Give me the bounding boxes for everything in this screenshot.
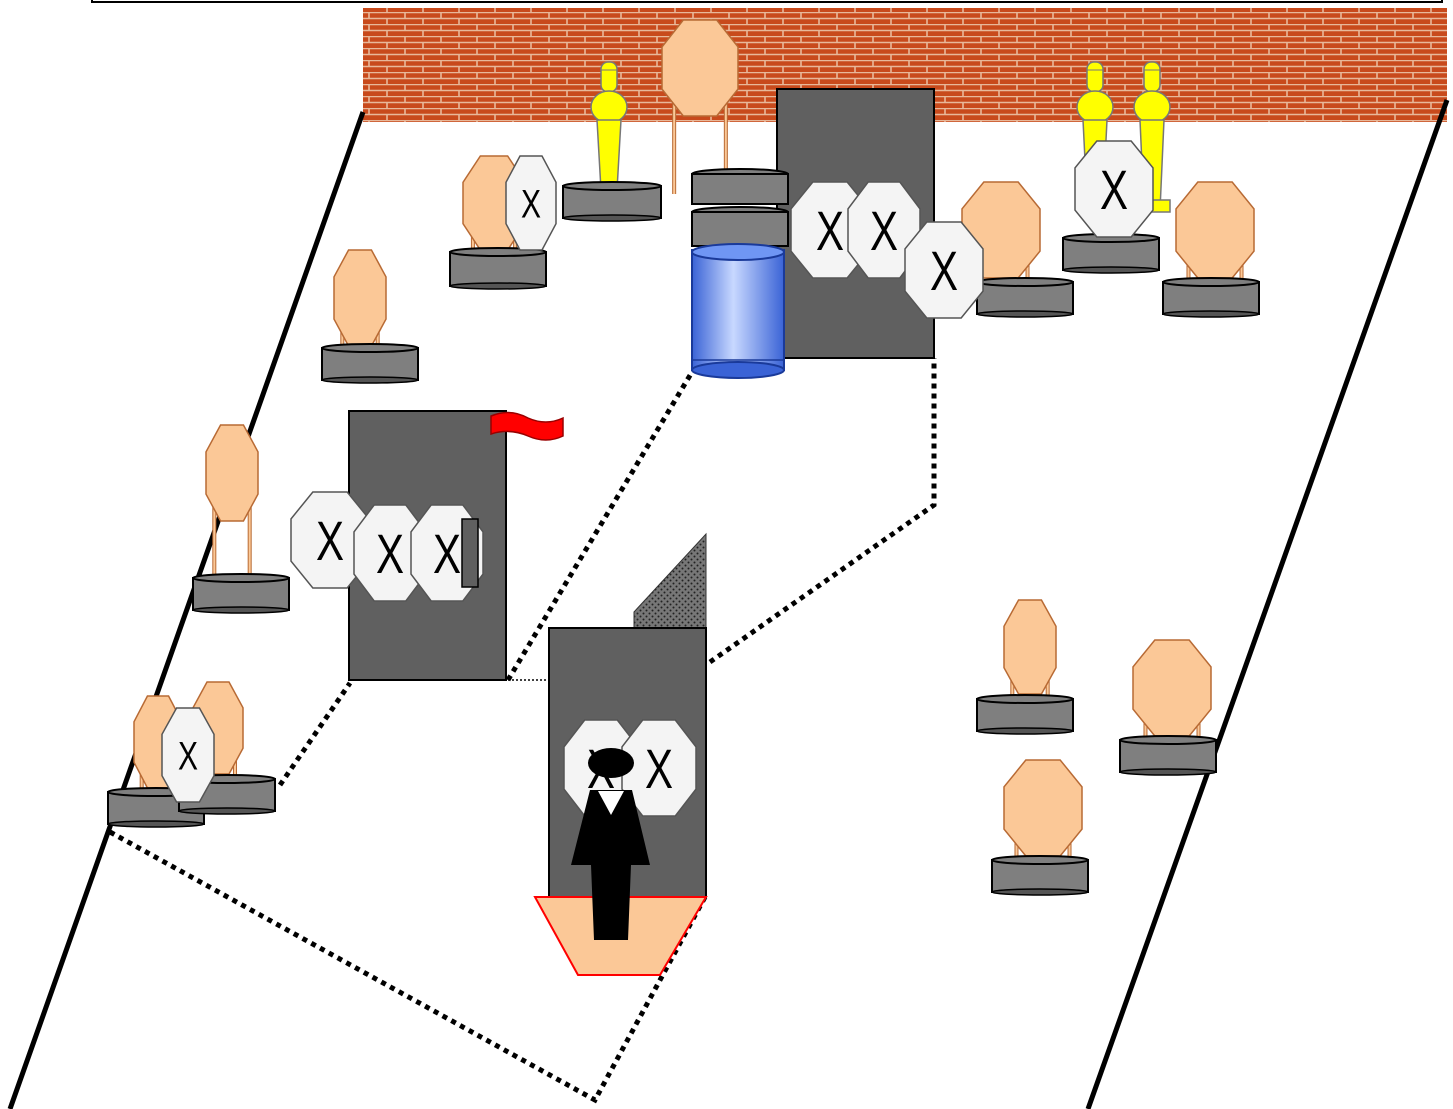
blue-barrel	[691, 243, 785, 379]
paper-target	[1162, 181, 1260, 318]
no-shoot-target: X	[1074, 140, 1154, 238]
paper-target	[991, 759, 1089, 896]
barricade-plate	[461, 518, 479, 588]
no-shoot-mark: X	[376, 523, 404, 585]
paper-target	[976, 599, 1074, 735]
no-shoot-mark: X	[645, 738, 673, 800]
no-shoot-mark: X	[178, 734, 198, 778]
paper-target	[192, 424, 290, 614]
no-shoot-target: X	[290, 491, 370, 589]
no-shoot-mark: X	[870, 200, 898, 262]
paper-target	[1119, 639, 1217, 776]
right-bay-wall	[1085, 99, 1450, 1109]
no-shoot-target: X	[621, 719, 697, 817]
no-shoot-target: X	[904, 221, 984, 319]
fault-lines	[108, 358, 937, 1104]
no-shoot-target: X	[353, 504, 427, 602]
steel-popper	[590, 61, 628, 191]
no-shoot-mark: X	[1100, 159, 1128, 221]
no-shoot-mark: X	[316, 510, 344, 572]
popper-base	[562, 181, 1171, 274]
no-shoot-target: X	[161, 707, 215, 803]
paper-target	[321, 249, 419, 384]
barricade-wedge	[633, 532, 707, 629]
paper-targets	[107, 19, 1260, 896]
no-shoot-mark: X	[521, 182, 541, 226]
shooter-figure	[571, 748, 650, 940]
red-flag	[490, 411, 564, 441]
no-shoot-target: X	[847, 181, 921, 279]
drum-stack	[691, 168, 789, 247]
left-bay-wall	[7, 111, 366, 1109]
no-shoot-mark: X	[433, 523, 461, 585]
no-shoot-target: X	[505, 155, 557, 251]
no-shoot-mark: X	[816, 200, 844, 262]
paper-target	[661, 19, 739, 194]
frame-top	[91, 0, 1443, 3]
no-shoot-mark: X	[930, 240, 958, 302]
